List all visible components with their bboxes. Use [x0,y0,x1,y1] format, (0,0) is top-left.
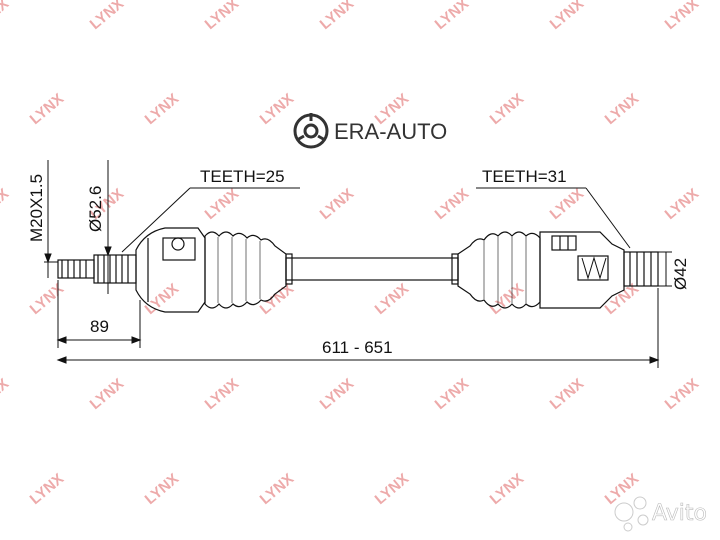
watermark-text: LYNX [0,375,12,413]
watermark-text: LYNX [257,90,298,128]
outer-boot [204,231,287,309]
watermark-text: LYNX [0,0,12,33]
watermark-text: LYNX [27,90,68,128]
watermark-text: LYNX [487,280,528,318]
watermark-text: LYNX [202,0,243,33]
shaft-bar [285,257,459,281]
watermark-text: LYNX [432,0,473,33]
watermark-text: LYNX [487,470,528,508]
drive-shaft [57,227,659,313]
diameter-left-label: Ø52.6 [86,186,105,232]
gear-icon [293,113,329,149]
diameter-right-label: Ø42 [671,258,690,290]
watermark-text: LYNX [372,280,413,318]
watermark-text: LYNX [432,375,473,413]
watermark-text: LYNX [87,0,128,33]
outer-spline [93,254,137,284]
watermark-text: LYNX [257,470,298,508]
teeth-left-label: TEETH=25 [200,167,285,186]
thread-stub [57,259,95,279]
watermark-text: LYNX [602,90,643,128]
thread-label: M20X1.5 [27,174,46,242]
watermark-text: LYNX [662,375,703,413]
watermark-text: LYNX [662,0,703,33]
watermark-text: LYNX [372,470,413,508]
avito-label: Avito [652,501,707,526]
watermark-text: LYNX [317,375,358,413]
teeth-right-label: TEETH=31 [482,167,567,186]
watermark-text: LYNX [202,375,243,413]
tripod-spring [577,255,609,281]
brand-logo: ERA-AUTO [293,113,447,149]
watermark-layer: LYNX LYNX LYNX LYNX LYNX LYNX LYNX LYNX LYNX LYNX… [0,0,702,508]
inner-race [162,237,196,261]
watermark-text: LYNX [142,90,183,128]
watermark-text: LYNX [87,375,128,413]
length-label: 611 - 651 [322,338,393,357]
watermark-text: LYNX [0,185,12,223]
watermark-text: LYNX [487,90,528,128]
watermark-text: LYNX [142,470,183,508]
watermark-text: LYNX [662,185,703,223]
avito-dots-icon [614,496,649,532]
watermark-text: LYNX [27,280,68,318]
watermark-text: LYNX [202,185,243,223]
brand-name: ERA-AUTO [334,119,447,144]
dimensions [44,160,672,368]
watermark-text: LYNX [317,185,358,223]
watermark-text: LYNX [547,185,588,223]
watermark-text: LYNX [257,280,298,318]
watermark-text: LYNX [27,470,68,508]
watermark-text: LYNX [547,375,588,413]
offset-label: 89 [90,317,109,336]
tripod-race [551,235,577,251]
watermark-text: LYNX [547,0,588,33]
watermark-text: LYNX [317,0,358,33]
inner-stub [623,251,659,287]
watermark-text: LYNX [432,185,473,223]
avito-badge: Avito [614,496,707,532]
inner-cv-housing [539,231,625,309]
